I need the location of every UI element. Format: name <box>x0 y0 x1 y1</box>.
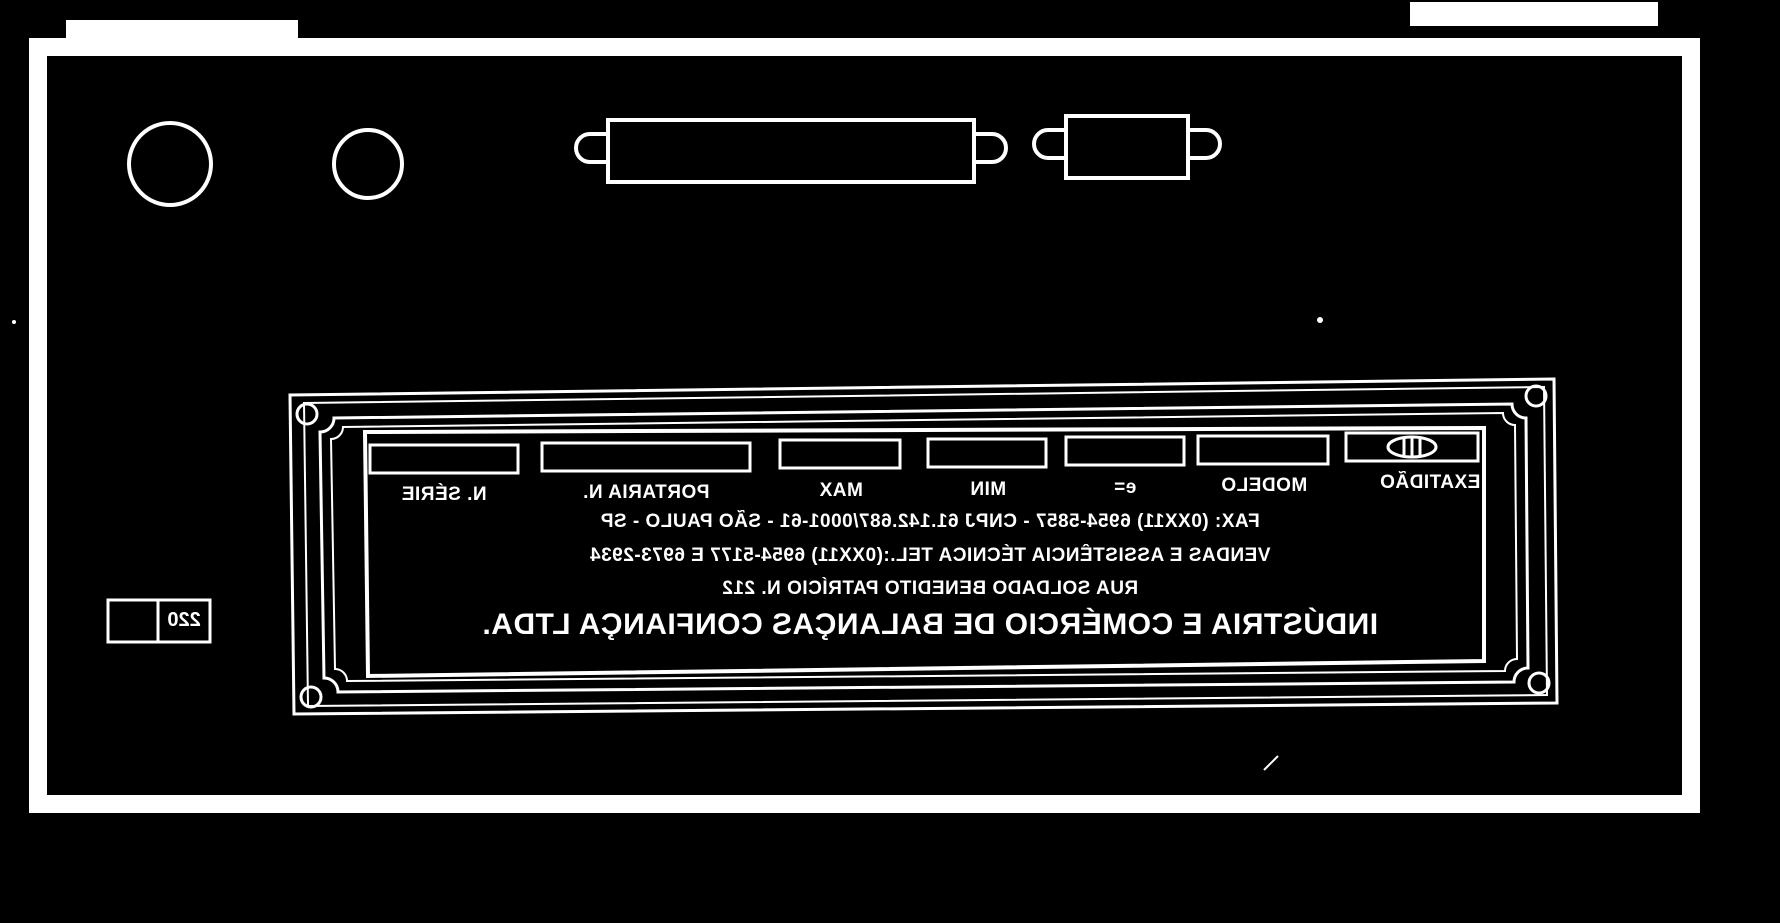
voltage-label: 220 <box>167 609 201 631</box>
plate-company-name: INDÚSTRIA E COMÉRCIO DE BALANÇAS CONFIAN… <box>481 608 1379 641</box>
identification-plate <box>288 377 1559 716</box>
field-label-portaria: PORTARIA N. <box>582 482 710 503</box>
round-connector-small-icon <box>332 128 404 200</box>
db9-connector-icon <box>1032 114 1222 180</box>
round-connector-large-icon <box>127 121 213 207</box>
field-label-e: e= <box>1113 477 1137 498</box>
plate-sales-line: VENDAS E ASSISTÊNCIA TÉCNICA TEL.:(0XX11… <box>589 545 1271 566</box>
speck <box>1263 755 1279 771</box>
field-label-serie: N. SÉRIE <box>401 484 487 505</box>
plate-address-line: RUA SOLDADO BENEDITO PATRÍCIO N. 212 <box>721 578 1139 599</box>
quality-mark-icon <box>1386 435 1438 459</box>
db25-connector-icon <box>574 118 1008 184</box>
field-label-modelo: MODELO <box>1220 475 1308 496</box>
field-label-max: MAX <box>819 480 863 501</box>
paper-tab-right <box>1410 2 1658 26</box>
plate-fax-line: FAX: (0XX11) 6954-5857 - CNPJ 61.142.687… <box>600 511 1260 532</box>
speck <box>12 320 16 324</box>
voltage-selector <box>106 598 212 644</box>
speck <box>1317 317 1323 323</box>
panel-outline <box>29 38 1700 813</box>
plate-field-boxes <box>368 431 1480 475</box>
field-label-exatidao: EXATIDÃO <box>1379 472 1481 493</box>
field-label-min: MIN <box>969 479 1007 500</box>
